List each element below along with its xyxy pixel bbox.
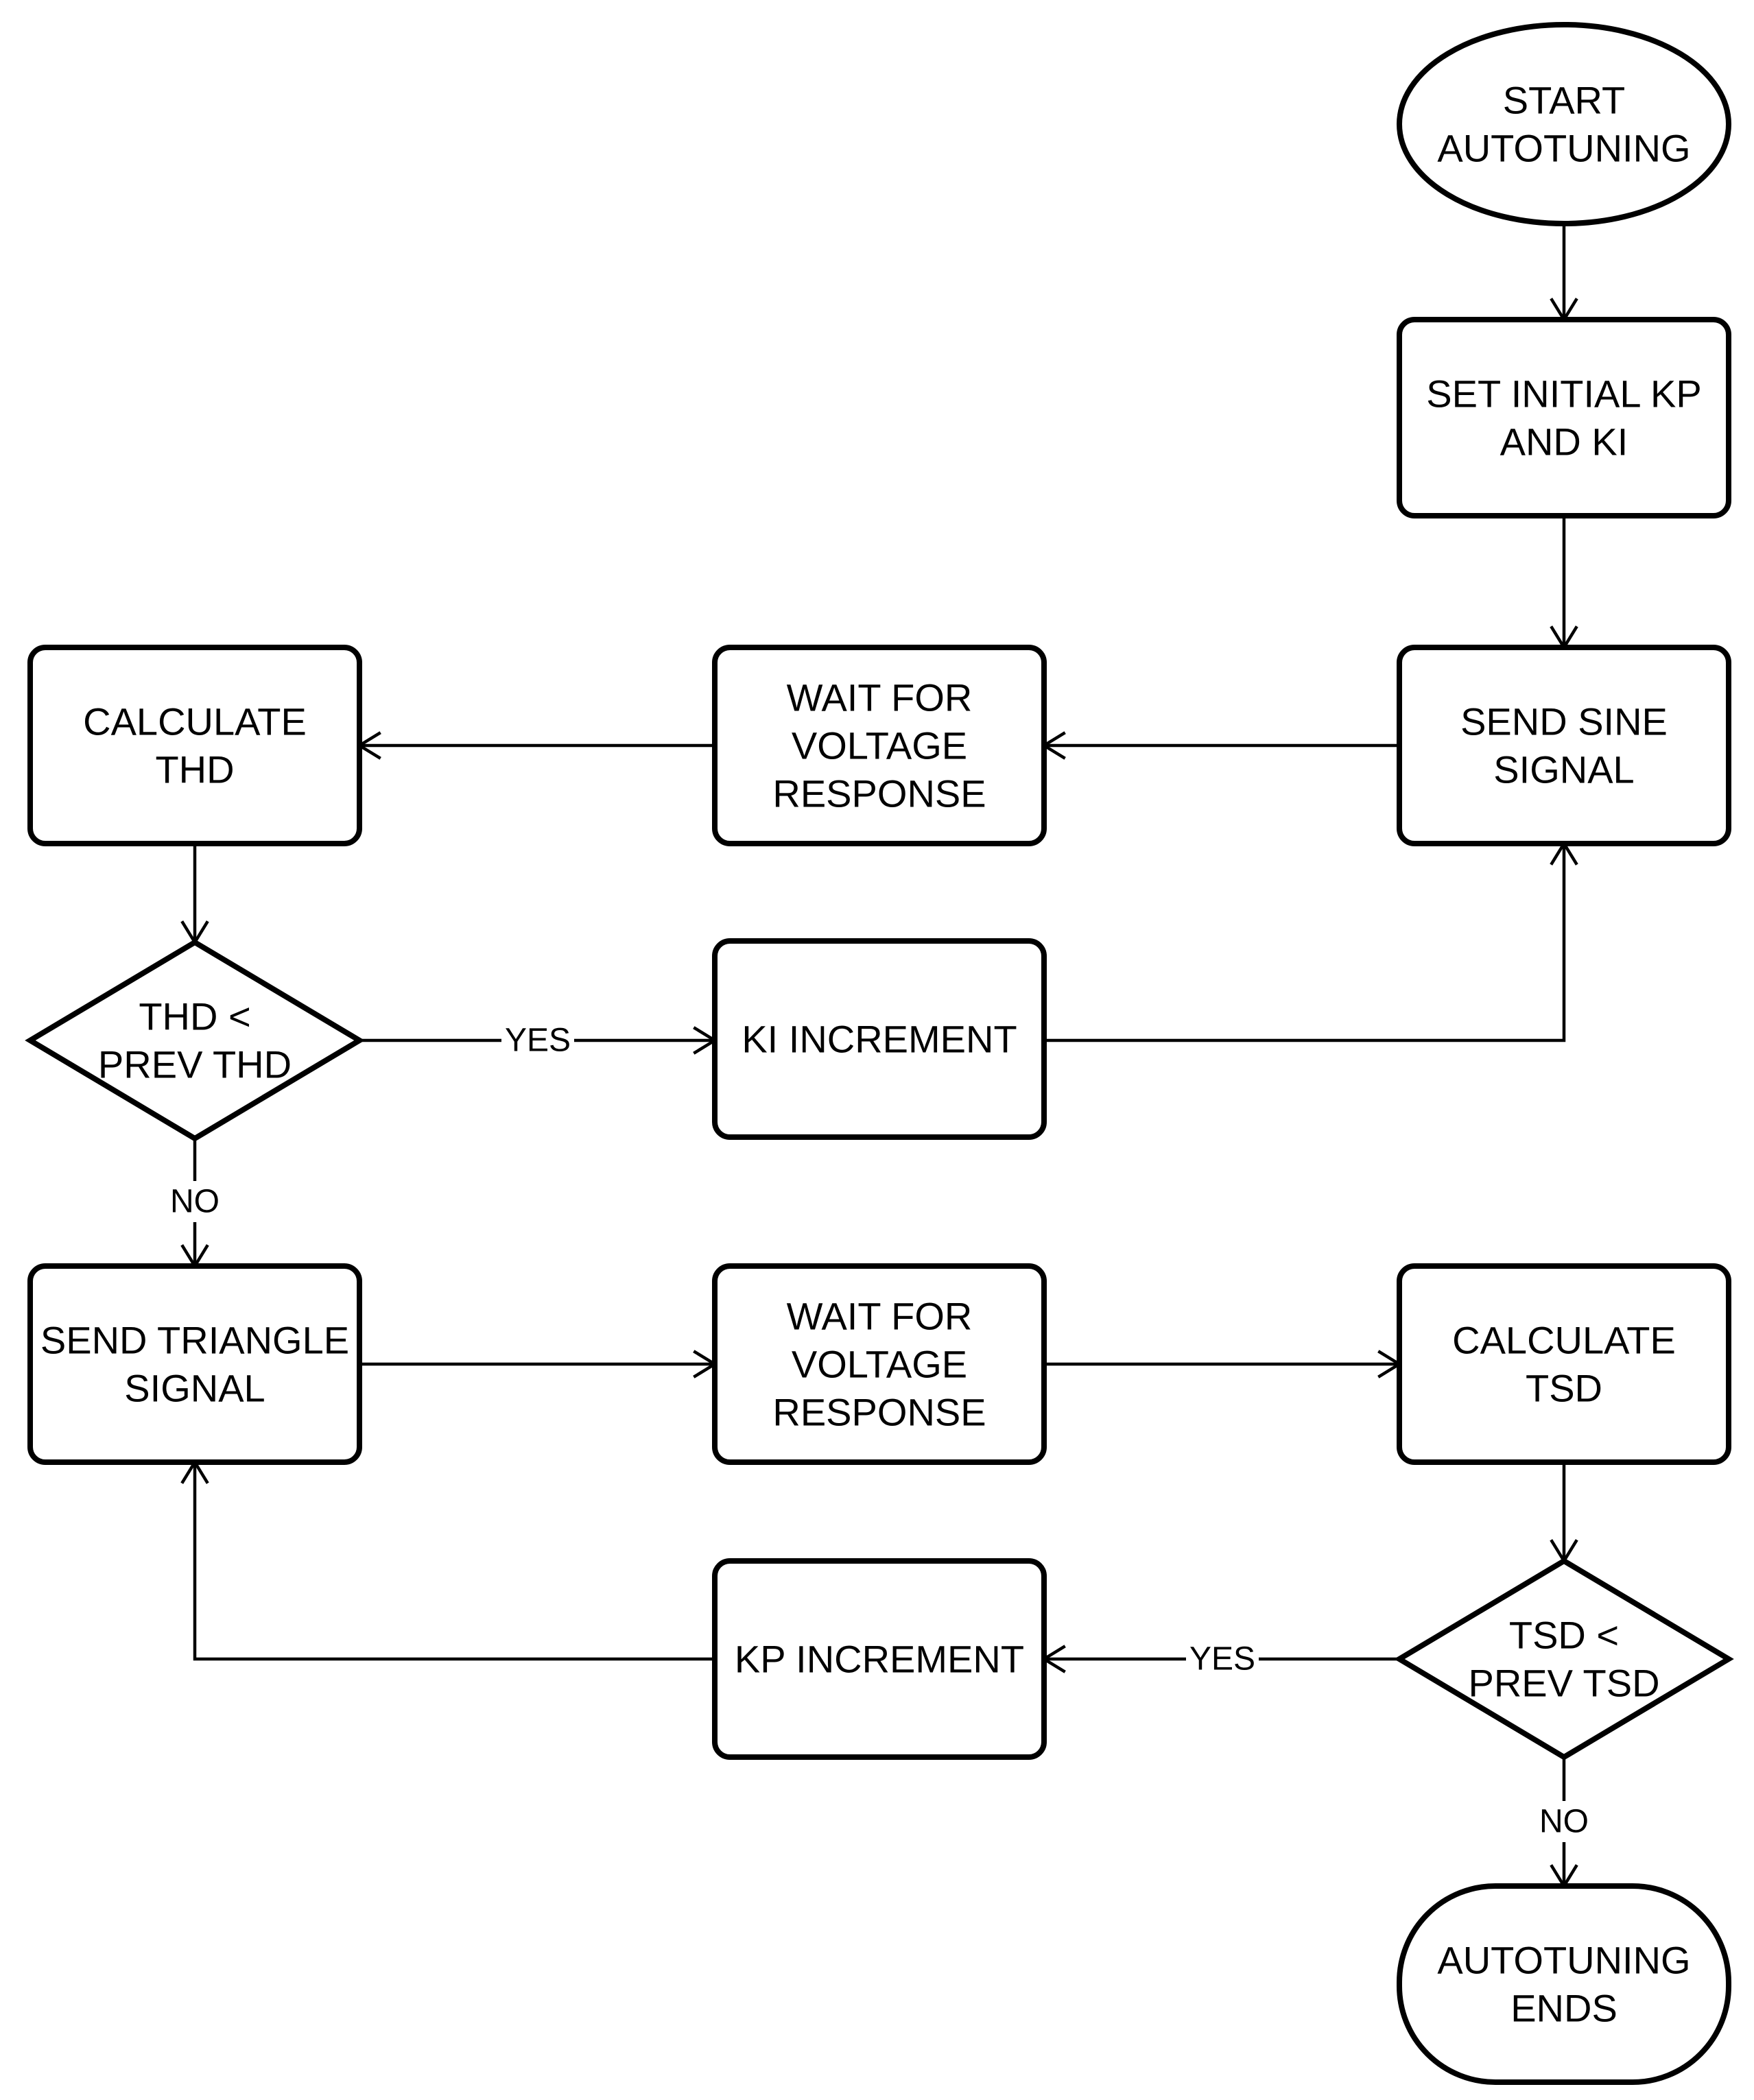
node-wait-1: WAIT FOR VOLTAGE RESPONSE [712, 645, 1047, 846]
node-send-triangle: SEND TRIANGLE SIGNAL [27, 1263, 362, 1465]
edge-start-to-set-initial [1550, 224, 1578, 323]
node-wait-2: WAIT FOR VOLTAGE RESPONSE [712, 1263, 1047, 1465]
edge-labels-layer: YES NO YES NO [169, 1020, 1589, 1842]
process-box-shape [712, 1263, 1047, 1465]
connector-line [1044, 844, 1566, 1042]
node-send-sine: SEND SINE SIGNAL [1397, 645, 1731, 846]
edge-send-sine-to-wait-1 [1041, 731, 1399, 760]
edge-label-text: YES [505, 1023, 571, 1059]
edges-layer [180, 224, 1578, 1889]
process-box-shape [1397, 1263, 1731, 1465]
node-label-line: SEND TRIANGLE [40, 1319, 349, 1362]
edge-send-triangle-to-wait-2 [359, 1350, 718, 1379]
node-label-line: SIGNAL [1493, 748, 1634, 791]
node-label-line: SIGNAL [124, 1367, 265, 1410]
node-start: START AUTOTUNING [1397, 22, 1731, 226]
edge-label-background [501, 1020, 574, 1061]
terminal-shape [1397, 1883, 1731, 2085]
edge-wait-2-to-calc-tsd [1044, 1350, 1403, 1379]
edge-label-background [1539, 1801, 1589, 1842]
process-box-shape [1397, 645, 1731, 846]
process-box-shape [712, 645, 1047, 846]
connector-line [193, 1462, 715, 1661]
node-label-line: AND KI [1500, 420, 1628, 464]
node-kp-increment: KP INCREMENT [712, 1558, 1047, 1760]
diamond-shape [25, 939, 365, 1142]
edge-calc-tsd-to-tsd-decision [1550, 1462, 1578, 1564]
process-box-shape [712, 1558, 1047, 1760]
edge-label-yes: YES [501, 1020, 574, 1061]
node-label-line: WAIT FOR [787, 676, 973, 719]
node-label-line: SET INITIAL KP [1426, 372, 1701, 416]
node-label-line: RESPONSE [772, 772, 986, 815]
node-end: AUTOTUNING ENDS [1397, 1883, 1731, 2085]
edge-label-background [1186, 1638, 1259, 1680]
node-label-line: PREV THD [98, 1043, 292, 1086]
process-box-shape [712, 938, 1047, 1140]
node-calc-tsd: CALCULATE TSD [1397, 1263, 1731, 1465]
node-label-line: ENDS [1510, 1987, 1617, 2030]
edge-label-no: NO [1539, 1801, 1589, 1842]
edge-ki-increment-to-send-sine [1044, 840, 1578, 1042]
node-label-line: AUTOTUNING [1437, 127, 1690, 170]
node-label-line: CALCULATE [83, 700, 307, 743]
node-thd-decision: THD < PREV THD [25, 939, 365, 1142]
edge-kp-increment-to-send-triangle [180, 1459, 715, 1661]
node-label-line: AUTOTUNING [1437, 1939, 1690, 1982]
ellipse-shape [1397, 22, 1731, 226]
node-label-line: WAIT FOR [787, 1295, 973, 1338]
edge-label-yes: YES [1186, 1638, 1259, 1680]
edge-label-text: NO [170, 1184, 220, 1220]
node-label-line: VOLTAGE [792, 724, 967, 767]
node-label-line: RESPONSE [772, 1391, 986, 1434]
node-label-line: VOLTAGE [792, 1343, 967, 1386]
node-label-line: CALCULATE [1452, 1319, 1676, 1362]
edge-label-background [169, 1181, 220, 1222]
node-label-line: KI INCREMENT [742, 1018, 1017, 1061]
node-label-line: SEND SINE [1460, 700, 1668, 743]
node-ki-increment: KI INCREMENT [712, 938, 1047, 1140]
node-label-line: THD [155, 748, 234, 791]
node-label-line: TSD [1526, 1367, 1602, 1410]
node-calc-thd: CALCULATE THD [27, 645, 362, 846]
process-box-shape [27, 645, 362, 846]
node-label-line: TSD < [1509, 1614, 1619, 1657]
edge-calc-thd-to-thd-decision [180, 844, 209, 946]
edge-set-initial-to-send-sine [1550, 516, 1578, 651]
node-label-line: KP INCREMENT [735, 1638, 1024, 1681]
process-box-shape [27, 1263, 362, 1465]
edge-label-no: NO [169, 1181, 220, 1222]
node-tsd-decision: TSD < PREV TSD [1394, 1558, 1734, 1761]
node-label-line: THD < [139, 995, 250, 1038]
diamond-shape [1394, 1558, 1734, 1761]
edge-label-text: YES [1189, 1641, 1255, 1678]
node-label-line: PREV TSD [1468, 1662, 1659, 1705]
edge-wait-1-to-calc-thd [356, 731, 715, 760]
edge-label-text: NO [1539, 1804, 1589, 1840]
process-box-shape [1397, 317, 1731, 518]
node-label-line: START [1503, 79, 1625, 122]
